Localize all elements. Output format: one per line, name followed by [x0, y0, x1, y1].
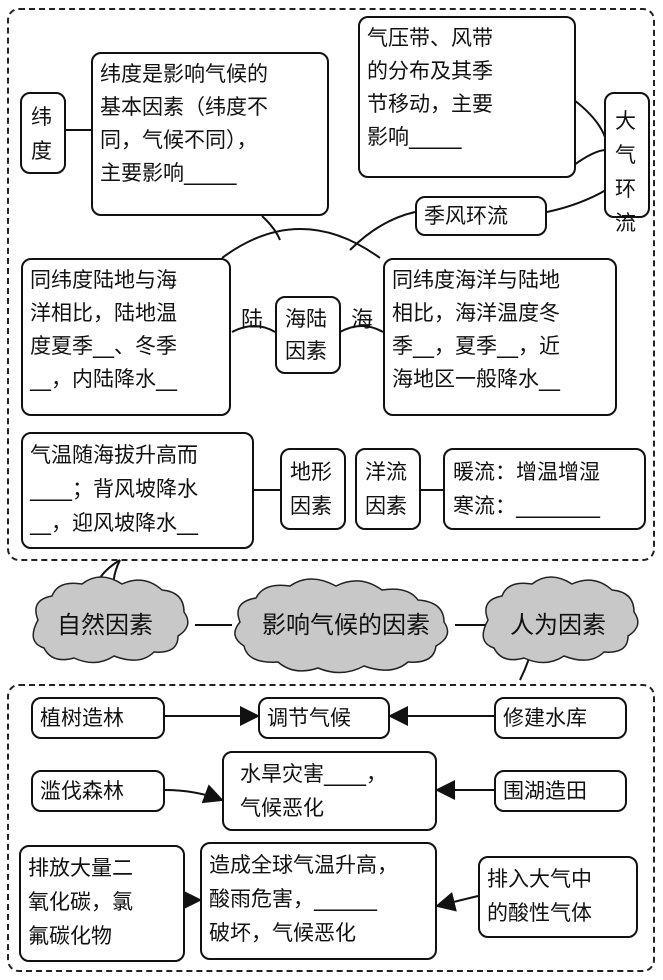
land-text-box: 同纬度陆地与海 洋相比，陆地温 度夏季__、冬季 __，内陆降水__: [21, 258, 231, 416]
natural-factors-label: 自然因素: [57, 611, 153, 639]
regulate-climate-box: 调节气候: [258, 697, 390, 739]
reclaim-lake-box: 围湖造田: [494, 770, 627, 812]
atmosphere-box: 大气 环流: [604, 92, 650, 235]
acid-gas-box: 排入大气中 的酸性气体: [478, 856, 638, 938]
human-factors-region: [7, 684, 655, 972]
pressure-text-box: 气压带、风带 的分布及其季 节移动，主要 影响_____: [358, 16, 576, 178]
cloud-human: [482, 576, 639, 664]
latitude-box: 纬度: [20, 92, 66, 174]
line-land: [231, 325, 276, 333]
global-warming-box: 造成全球气温升高， 酸雨危害，______ 破坏，气候恶化: [200, 842, 437, 960]
cloud-center: [234, 578, 449, 674]
emission-box: 排放大量二 氧化碳，氯 氟碳化物: [19, 845, 185, 962]
current-box: 洋流 因素: [355, 448, 421, 530]
monsoon-box: 季风环流: [415, 196, 547, 236]
climate-factors-title: 影响气候的因素: [262, 611, 430, 639]
arc-top-center: [221, 228, 381, 259]
land-label: 陆: [241, 308, 264, 333]
build-reservoir-box: 修建水库: [494, 697, 627, 739]
cloud-natural: [32, 576, 189, 664]
deforest-box: 滥伐森林: [31, 770, 165, 812]
human-factors-label: 人为因素: [510, 611, 606, 639]
arrow-deforest: [164, 784, 224, 804]
sea-land-box: 海陆 因素: [275, 296, 341, 374]
sea-text-box: 同纬度海洋与陆地 相比，海洋温度冬 季__，夏季__，近 海地区一般降水__: [383, 258, 617, 416]
line-monsoon: [349, 211, 416, 251]
altitude-text-box: 气温随海拔升高而 ____；背风坡降水 __，迎风坡降水__: [21, 432, 254, 549]
natural-factors-region: [7, 8, 655, 561]
terrain-box: 地形 因素: [280, 448, 346, 530]
current-text-box: 暖流：增温增湿 寒流：________: [443, 448, 646, 530]
arc-latitude: [261, 215, 281, 241]
arrow-acid: [435, 892, 479, 912]
latitude-text-box: 纬度是影响气候的 基本因素（纬度不 同，气候不同）， 主要影响_____: [91, 52, 329, 216]
line-sea: [339, 325, 384, 333]
drought-flood-box: 水旱灾害____， 气候恶化: [222, 751, 437, 831]
plant-trees-box: 植树造林: [31, 697, 165, 739]
sea-label: 海: [351, 308, 374, 333]
line-monsoon-b: [546, 189, 607, 213]
